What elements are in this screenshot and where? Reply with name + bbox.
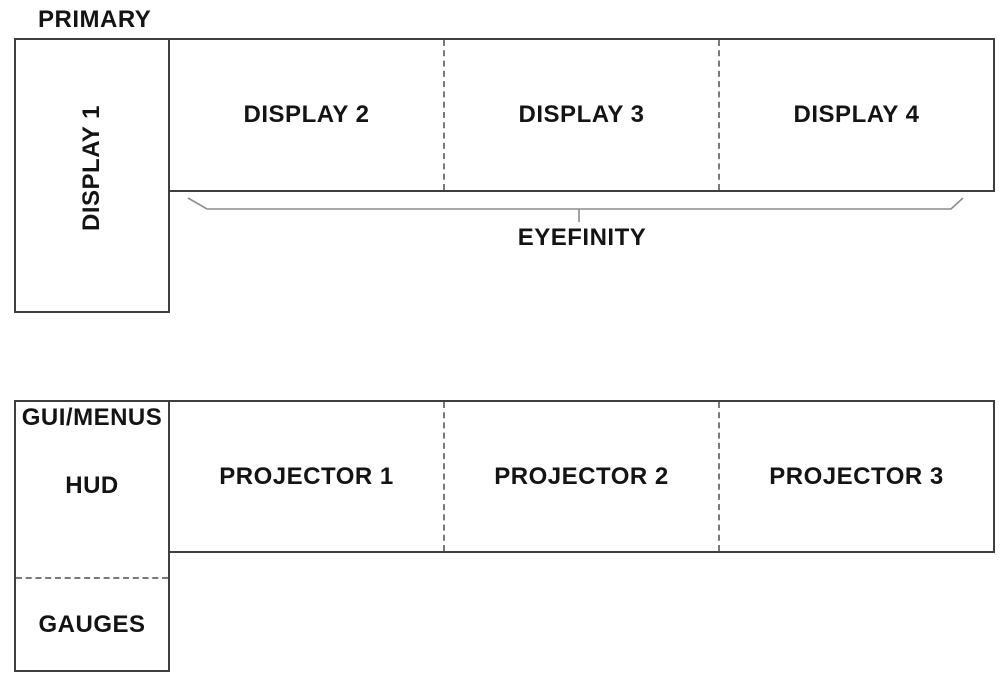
- display1-label: DISPLAY 1: [78, 104, 105, 231]
- display3-label: DISPLAY 3: [518, 101, 645, 128]
- hud-label: HUD: [65, 472, 119, 499]
- display2-label: DISPLAY 2: [243, 101, 370, 128]
- projector2-label: PROJECTOR 2: [494, 462, 669, 490]
- display3-cell: DISPLAY 3: [443, 40, 718, 190]
- projector2-cell: PROJECTOR 2: [443, 402, 718, 551]
- display1-box: DISPLAY 1: [14, 38, 170, 313]
- projector1-cell: PROJECTOR 1: [170, 402, 443, 551]
- display2-cell: DISPLAY 2: [170, 40, 443, 190]
- projector3-cell: PROJECTOR 3: [718, 402, 993, 551]
- eyefinity-label: EYEFINITY: [517, 224, 647, 251]
- eyefinity-brace-annotation: [187, 197, 964, 222]
- hud-panel-box: GUI/MENUS HUD GAUGES: [14, 400, 170, 672]
- display4-label: DISPLAY 4: [793, 101, 920, 128]
- display4-cell: DISPLAY 4: [718, 40, 993, 190]
- primary-label: PRIMARY: [38, 6, 152, 33]
- projector1-label: PROJECTOR 1: [219, 462, 394, 490]
- eyefinity-display-group: DISPLAY 2 DISPLAY 3 DISPLAY 4: [168, 38, 995, 192]
- hud-gauges-divider: [16, 577, 168, 579]
- gauges-label: GAUGES: [38, 611, 146, 638]
- gui-menus-label: GUI/MENUS: [21, 404, 163, 431]
- projector-group: PROJECTOR 1 PROJECTOR 2 PROJECTOR 3: [168, 400, 995, 553]
- projector3-label: PROJECTOR 3: [769, 462, 944, 490]
